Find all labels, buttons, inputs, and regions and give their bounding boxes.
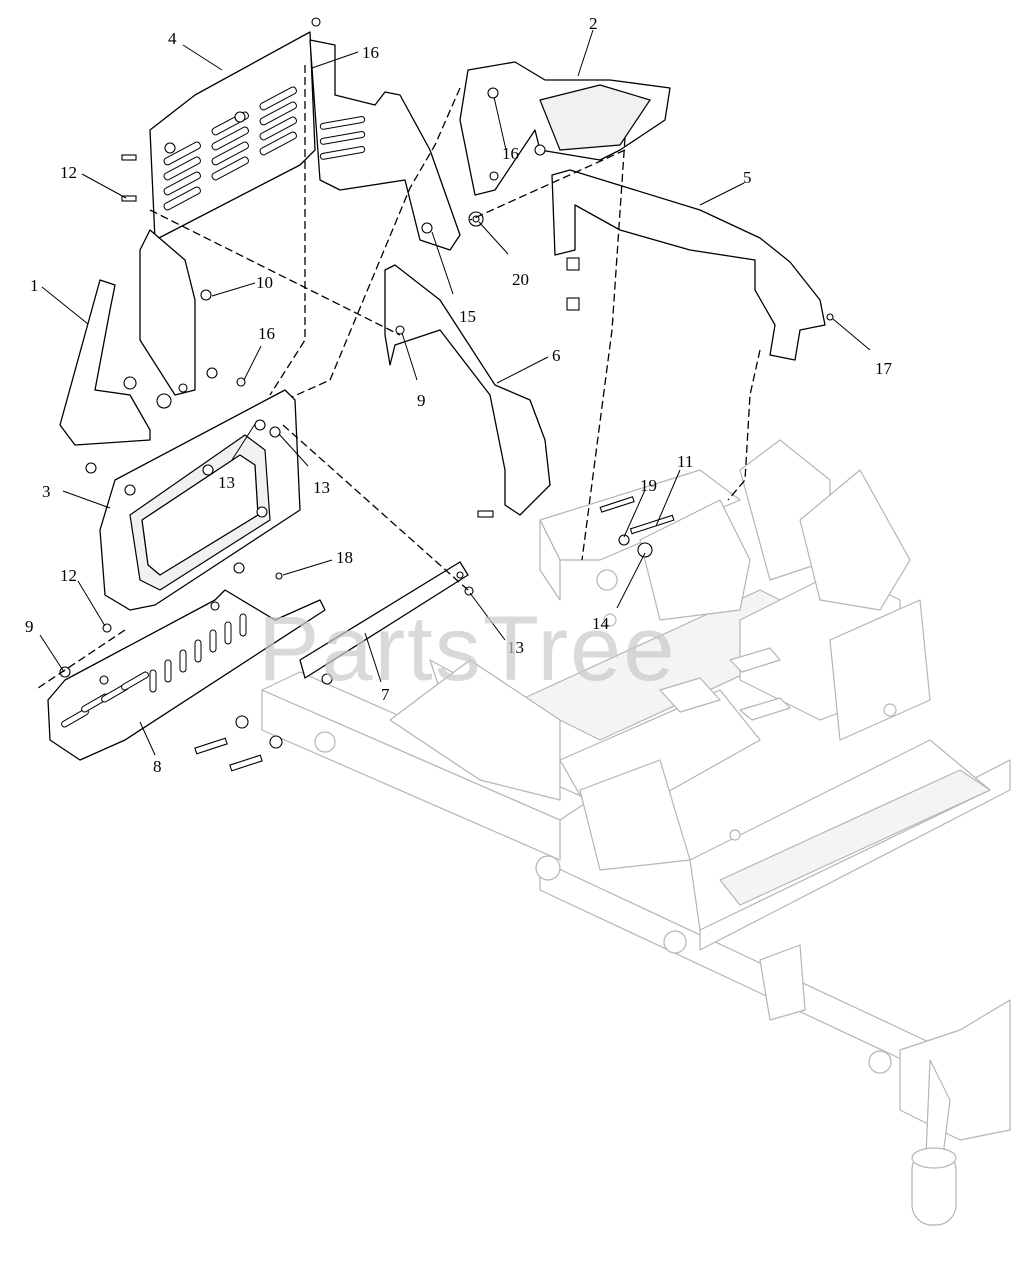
- callout-17: 17: [875, 359, 893, 378]
- callout-18: 18: [336, 548, 353, 567]
- hardware: [59, 154, 834, 772]
- callout-labels: 4 16 2 16 5 12 20 10 1 15 17 16 6 9 13 1…: [25, 14, 893, 776]
- callout-6: 6: [552, 346, 561, 365]
- part-7-kick-plate: [299, 561, 469, 685]
- watermark: PartsTree: [258, 598, 676, 700]
- callout-4: 4: [168, 29, 177, 48]
- callout-16: 16: [502, 144, 519, 163]
- callout-20: 20: [512, 270, 529, 289]
- callout-14: 14: [592, 614, 610, 633]
- callout-13: 13: [313, 478, 330, 497]
- callout-9: 9: [417, 391, 426, 410]
- mower-frame: [261, 439, 1011, 1226]
- callout-7: 7: [381, 685, 390, 704]
- callout-2: 2: [589, 14, 598, 33]
- part-8-step-plate: [47, 589, 326, 761]
- callout-13: 13: [507, 638, 524, 657]
- part-6-side-shield: [384, 222, 551, 518]
- part-4-grille-panel: [139, 17, 461, 409]
- alignment-lines: [34, 65, 761, 691]
- callout-19: 19: [640, 476, 657, 495]
- callout-16: 16: [362, 43, 379, 62]
- part-5-top-cover: [551, 169, 826, 361]
- callout-9: 9: [25, 617, 34, 636]
- callout-13: 13: [218, 473, 235, 492]
- callout-3: 3: [42, 482, 51, 501]
- part-2-bracket: [459, 61, 671, 196]
- part-3-panel-frame: [99, 389, 301, 633]
- grille-slots: [163, 86, 297, 211]
- callout-1: 1: [30, 276, 39, 295]
- callout-15: 15: [459, 307, 476, 326]
- callout-8: 8: [153, 757, 162, 776]
- leader-lines: [39, 29, 871, 756]
- callout-16: 16: [258, 324, 275, 343]
- callout-11: 11: [677, 452, 693, 471]
- callout-12: 12: [60, 566, 77, 585]
- callout-10: 10: [256, 273, 273, 292]
- part-1-left-bracket: [59, 279, 151, 474]
- callout-5: 5: [743, 168, 752, 187]
- callout-12: 12: [60, 163, 77, 182]
